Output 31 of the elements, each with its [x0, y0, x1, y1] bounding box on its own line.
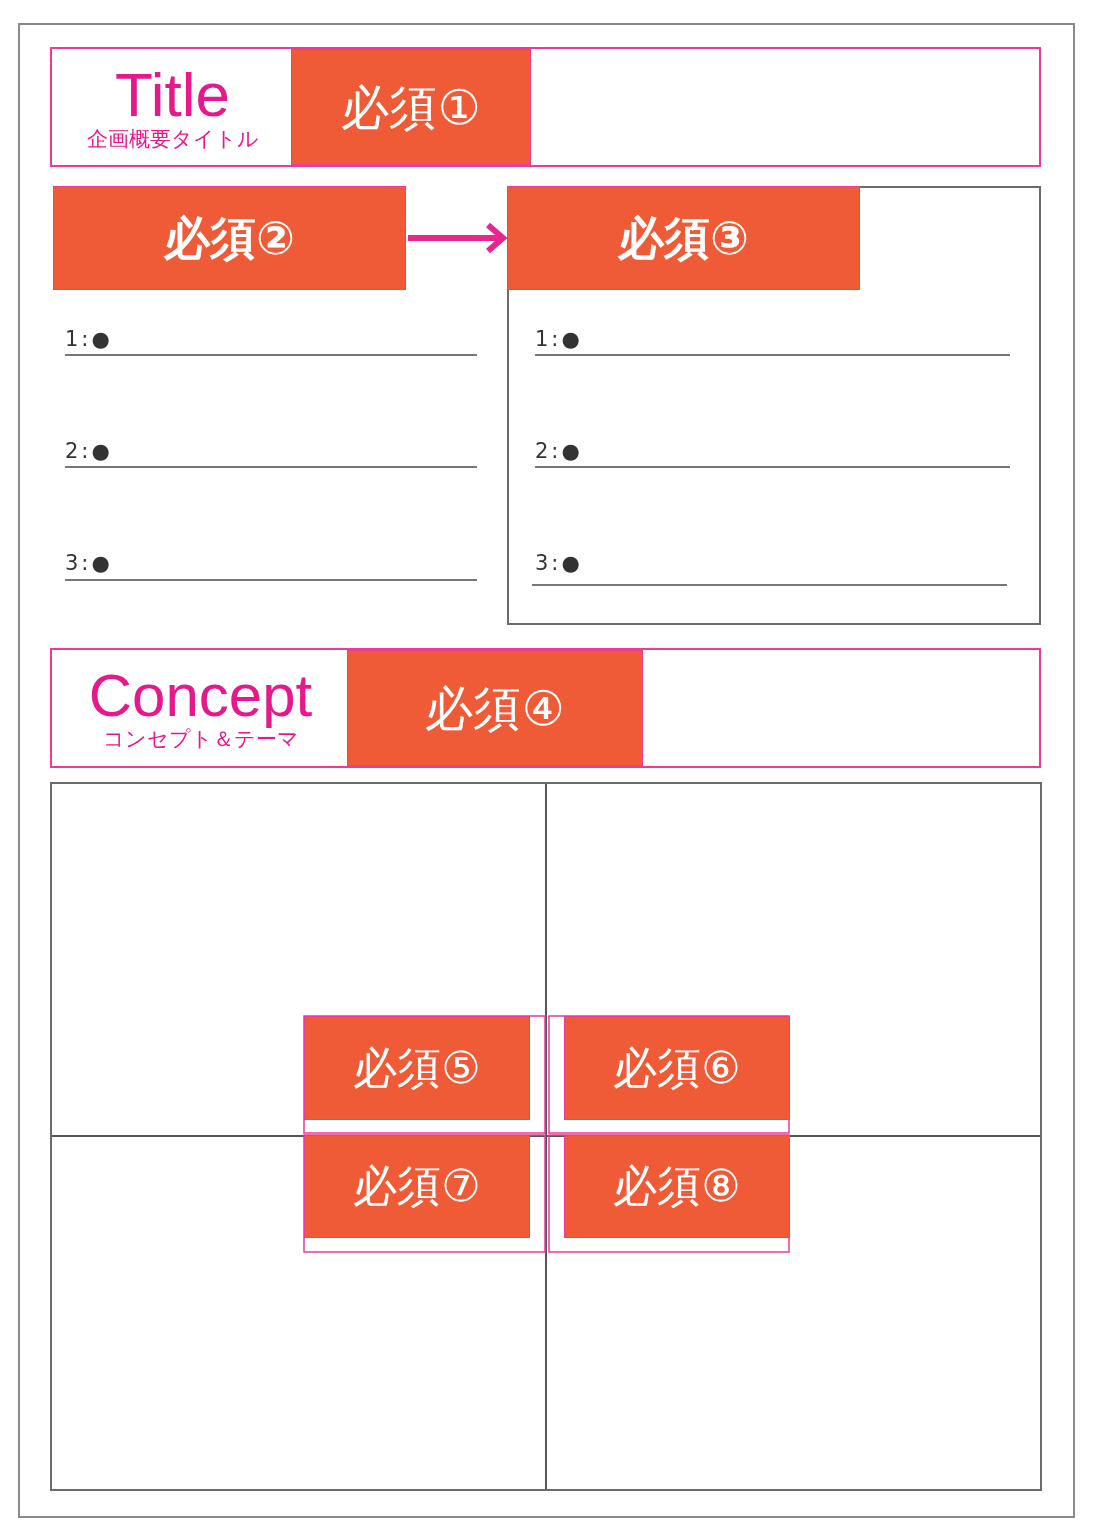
panel-frame — [507, 186, 1041, 625]
tag-text: 必須⑧ — [613, 1162, 741, 1211]
subheading: 企画概要タイトル — [86, 127, 259, 152]
label-box — [507, 186, 860, 290]
tag-text: 必須③ — [618, 212, 749, 264]
item-label: 3:● — [65, 553, 113, 574]
quadrant-grid — [50, 782, 1042, 1491]
item-label: 2:● — [65, 441, 113, 462]
tag-text: 必須⑦ — [353, 1162, 481, 1211]
label-box — [291, 49, 531, 165]
label-box — [347, 650, 643, 766]
subheading: コンセプト＆テーマ — [102, 727, 299, 752]
arrow — [408, 222, 506, 254]
item-label: 1:● — [65, 329, 113, 350]
tag-text: 必須⑤ — [353, 1043, 481, 1093]
item-label: 1:● — [535, 329, 583, 350]
tag-text: 必須① — [341, 80, 481, 134]
tag-text: 必須④ — [425, 681, 565, 735]
item-label: 3:● — [535, 553, 583, 574]
heading: Concept — [88, 664, 313, 728]
heading: Title — [115, 62, 230, 128]
tag-text: 必須② — [164, 212, 295, 264]
label-box — [53, 186, 406, 290]
label-box — [304, 1135, 530, 1238]
label-box — [564, 1135, 790, 1238]
header-band — [50, 47, 1041, 167]
header-band — [50, 648, 1041, 768]
item-label: 2:● — [535, 441, 583, 462]
label-box — [304, 1016, 530, 1120]
label-box — [564, 1016, 790, 1120]
tag-text: 必須⑥ — [613, 1043, 741, 1093]
